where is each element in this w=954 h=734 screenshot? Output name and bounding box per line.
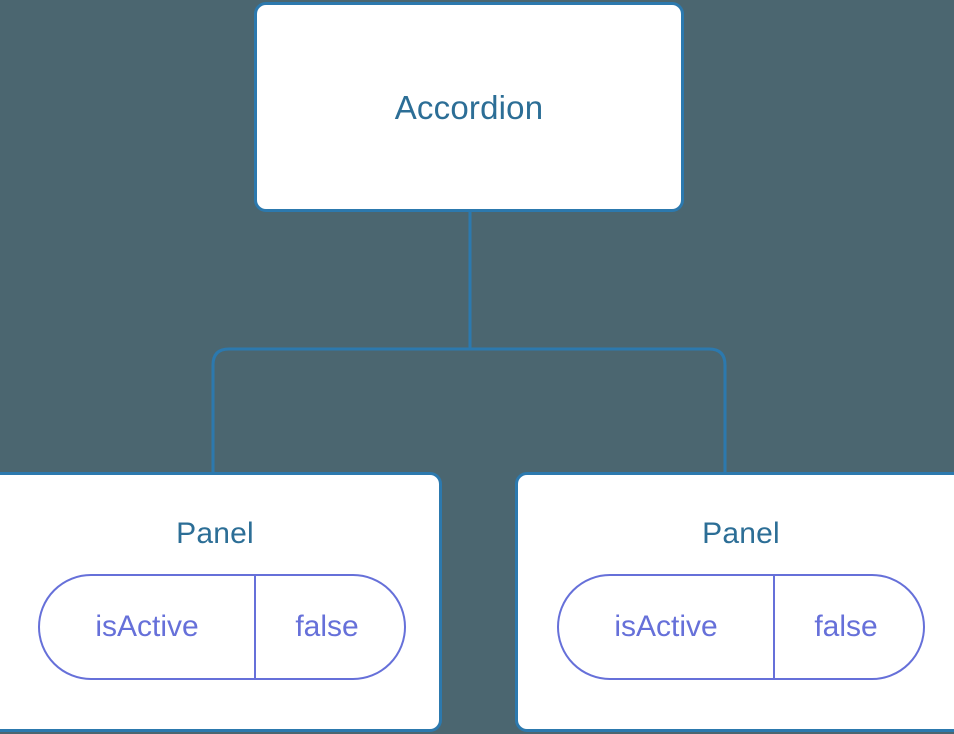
node-label-accordion: Accordion [394,88,544,126]
state-pill-panel-1[interactable]: isActive false [557,574,925,680]
tree-node-accordion[interactable]: Accordion [254,2,684,212]
state-value-panel-1: false [814,610,878,643]
tree-node-panel-1[interactable]: Panel isActive false [515,472,954,732]
node-label-panel-0: Panel [176,517,254,550]
state-pill-panel-0[interactable]: isActive false [38,574,406,680]
connector-to-panel-1 [470,347,727,474]
tree-node-panel-0[interactable]: Panel isActive false [0,472,442,732]
node-label-panel-1: Panel [702,517,780,550]
state-key-panel-0: isActive [40,576,256,678]
connector-to-panel-0 [211,347,470,474]
state-value-panel-0: false [295,610,359,643]
state-key-panel-1: isActive [559,576,775,678]
